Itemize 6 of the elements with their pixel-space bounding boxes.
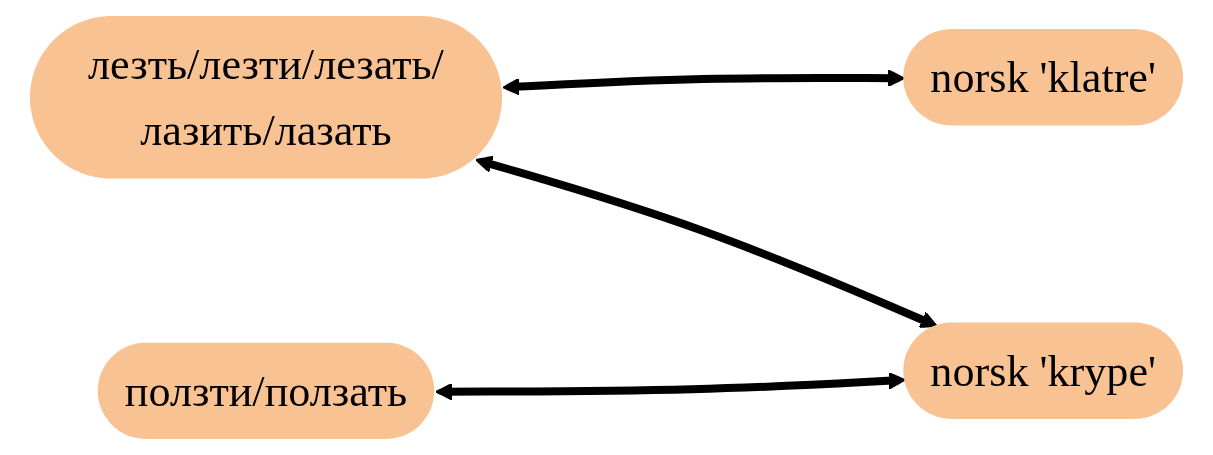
node-box: norsk 'krype' [903, 322, 1183, 419]
node-box: ползти/ползать [97, 342, 435, 439]
arrow [475, 155, 938, 328]
arrow [435, 371, 906, 401]
node-box: norsk 'klatre' [903, 29, 1183, 126]
node-box: лезть/лезти/лезать/лазить/лазать [30, 16, 502, 179]
